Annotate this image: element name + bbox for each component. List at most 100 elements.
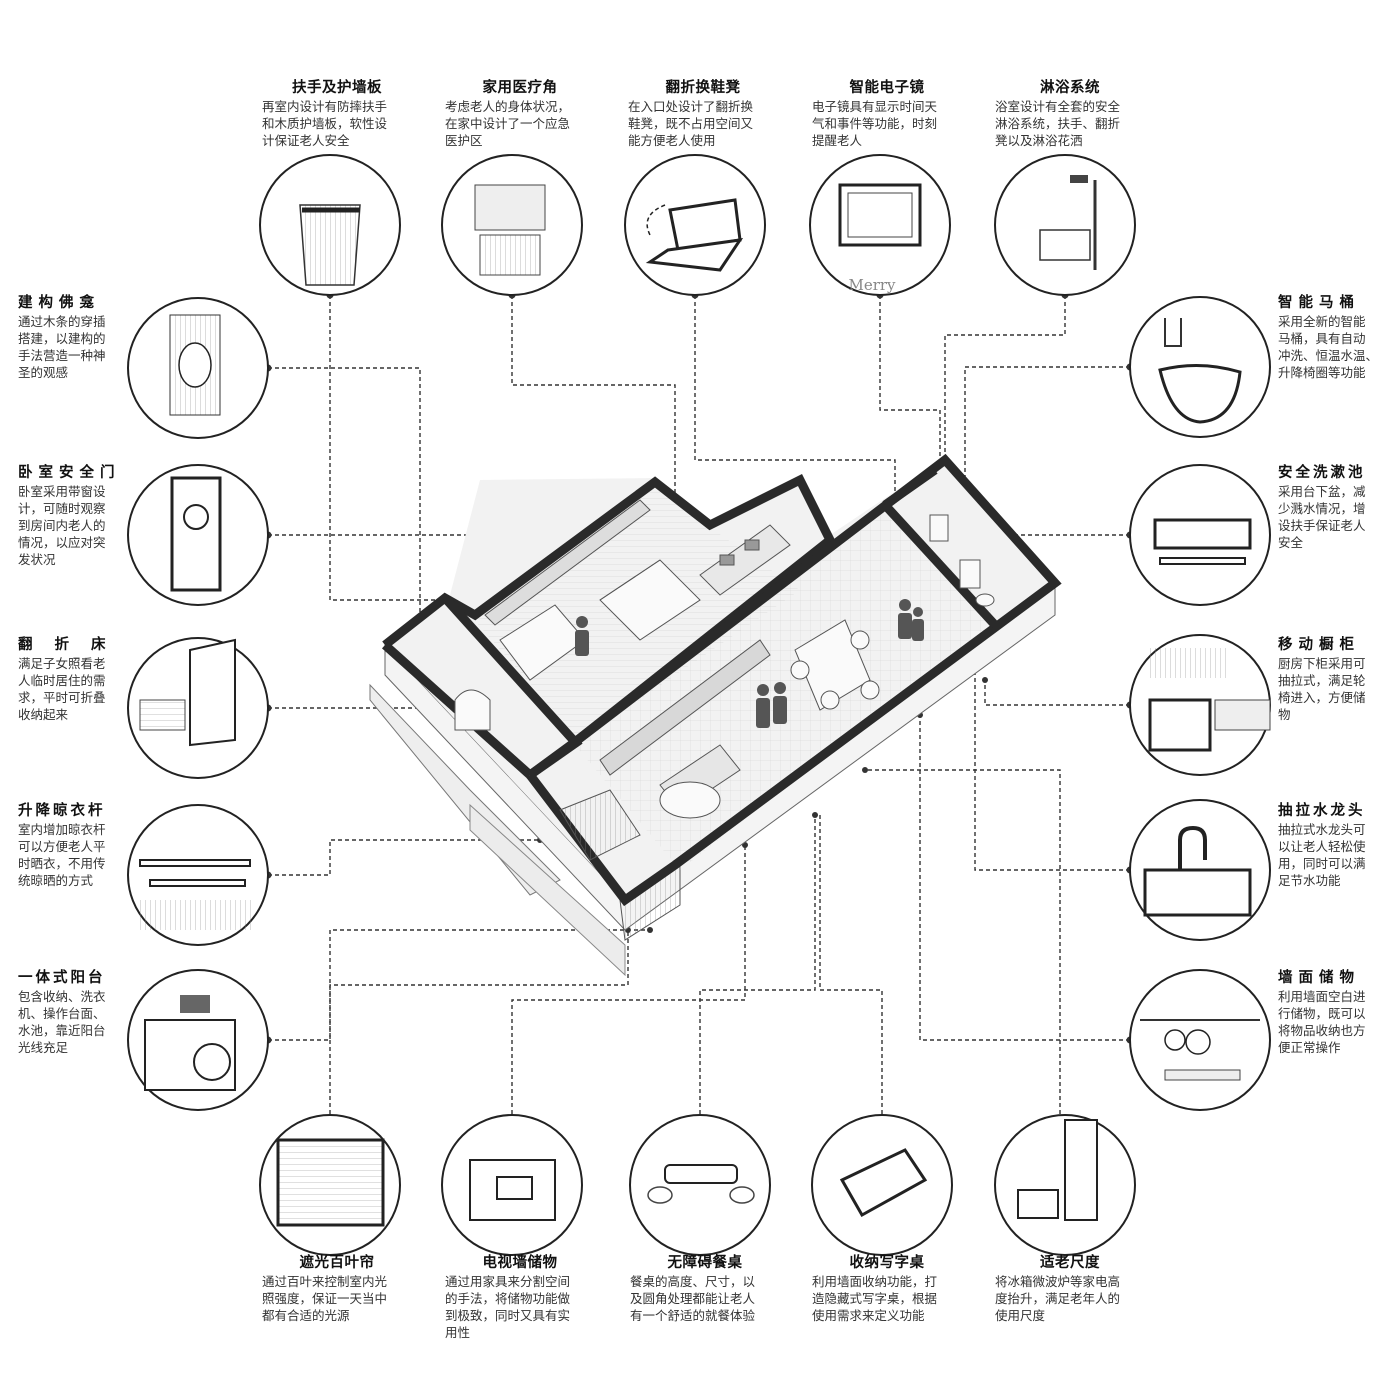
drying-rack [559,789,641,861]
leader-wall-storage [919,715,1130,1041]
label-title: 安全洗漱池 [1278,465,1366,481]
label-title: 扶手及护墙板 [292,80,382,96]
vignette-shoe-bench [624,154,766,296]
vignette-faucet [1129,799,1271,941]
vignette-aging-scale [994,1114,1136,1256]
label-blinds: 遮光百叶帘 通过百叶来控制室内光 照强度，保证一天当中 都有合适的光源 [262,1255,412,1324]
label-desc: 将冰箱微波炉等家电高 度抬升，满足老年人的 使用尺度 [995,1274,1121,1323]
label-title: 一体式阳台 [18,970,106,986]
label-title: 墙面储物 [1278,970,1360,986]
label-niche: 建构佛龛 通过木条的穿插 搭建，以建构的 手法营造一种神 圣的观感 [18,295,128,381]
label-title: 智能马桶 [1278,295,1360,311]
vignette-wall-storage [1129,969,1271,1111]
vignette-handrail [259,154,401,296]
niche-arch [454,689,491,731]
label-wall-storage: 墙面储物 利用墙面空白进 行储物，既可以 将物品收纳也方 便正常操作 [1278,970,1393,1056]
label-desc: 餐桌的高度、尺寸，以 及圆角处理都能让老人 有一个舒适的就餐体验 [630,1274,756,1323]
label-toilet: 智能马桶 采用全新的智能 马桶，具有自动 冲洗、恒温水温、 升降椅圈等功能 [1278,295,1393,381]
vignette-blinds [259,1114,401,1256]
label-desc: 在入口处设计了翻折换 鞋凳，既不占用空间又 能方便老人使用 [628,99,754,148]
label-desc: 通过木条的穿插 搭建，以建构的 手法营造一种神 圣的观感 [18,314,106,380]
label-desc: 利用墙面收纳功能，打 造隐藏式写字桌，根据 使用需求来定义功能 [812,1274,938,1323]
vignette-bedroom-door [127,464,269,606]
label-desc: 利用墙面空白进 行储物，既可以 将物品收纳也方 便正常操作 [1278,989,1366,1055]
balcony-fixtures [454,689,641,861]
label-handrail: 扶手及护墙板 再室内设计有防摔扶手 和木质护墙板，软性设 计保证老人安全 [262,80,412,149]
label-desc: 浴室设计有全套的安全 淋浴系统，扶手、翻折 凳以及淋浴花洒 [995,99,1121,148]
label-desc: 通过用家具来分割空间 的手法，将储物功能做 到极致，同时又具有实 用性 [445,1274,571,1340]
vignette-drying-rack [127,804,269,946]
vignette-folding-bed [127,637,269,779]
label-title: 卧室安全门 [18,465,121,481]
label-title: 移动橱柜 [1278,637,1360,653]
label-title: 翻折床 [18,637,128,653]
vignette-cabinet [1129,634,1271,776]
leader-desk [819,815,883,1135]
label-title: 淋浴系统 [1040,80,1100,96]
label-title: 智能电子镜 [849,80,925,96]
label-mirror: 智能电子镜 电子镜具有显示时间天 气和事件等功能，时刻 提醒老人 [812,80,962,149]
wall-balcony-inner [527,736,583,779]
label-title: 无障碍餐桌 [667,1255,743,1271]
people-figures [575,599,924,728]
leader-shower [944,295,1066,545]
label-desc: 考虑老人的身体状况， 在家中设计了一个应急 医护区 [445,99,571,148]
person-2 [756,684,770,728]
person-1 [575,616,589,656]
label-title: 抽拉水龙头 [1278,803,1366,819]
bathroom-fixtures [929,514,995,607]
label-desk: 收纳写字桌 利用墙面收纳功能，打 造隐藏式写字桌，根据 使用需求来定义功能 [812,1255,962,1324]
leader-aging-scale [865,769,1061,1135]
label-aging-scale: 适老尺度 将冰箱微波炉等家电高 度抬升，满足老年人的 使用尺度 [995,1255,1145,1324]
label-desc: 包含收纳、洗衣 机、操作台面、 水池，靠近阳台 光线充足 [18,989,106,1055]
person-3 [773,682,787,724]
label-medical: 家用医疗角 考虑老人的身体状况， 在家中设计了一个应急 医护区 [445,80,595,149]
vignettes: Merry [127,154,1271,1256]
label-bedroom-door: 卧室安全门 卧室采用带窗设 计，可随时观察 到房间内老人的 情况，以应对突 发状… [18,465,128,568]
person-5 [912,607,924,641]
leader-niche [268,367,421,655]
leader-medical [511,295,676,570]
coffee-table [659,781,721,819]
living-furniture [599,619,880,819]
leader-drying-rack [268,839,540,876]
label-balcony: 一体式阳台 包含收纳、洗衣 机、操作台面、 水池，靠近阳台 光线充足 [18,970,128,1056]
label-title: 升降晾衣杆 [18,803,106,819]
label-desc: 电子镜具有显示时间天 气和事件等功能，时刻 提醒老人 [812,99,938,148]
label-title: 建构佛龛 [18,295,100,311]
label-desc: 采用台下盆，减 少溅水情况，增 设扶手保证老人 安全 [1278,484,1366,550]
vignette-washbasin [1129,464,1271,606]
mirror-screen-text: Merry [848,276,896,294]
kitchen-furniture [699,524,791,596]
leader-cabinet [984,680,1130,706]
leader-balcony [268,929,650,1041]
label-desc: 抽拉式水龙头可 以让老人轻松使 用，同时可以满 足节水功能 [1278,822,1366,888]
label-faucet: 抽拉水龙头 抽拉式水龙头可 以让老人轻松使 用，同时可以满 足节水功能 [1278,803,1393,889]
label-desc: 采用全新的智能 马桶，具有自动 冲洗、恒温水温、 升降椅圈等功能 [1278,314,1379,380]
bedroom-furniture [484,499,701,681]
wall-bath [881,466,999,629]
vignette-niche [127,297,269,439]
label-title: 收纳写字桌 [849,1255,925,1271]
label-desc: 卧室采用带窗设 计，可随时观察 到房间内老人的 情况，以应对突 发状况 [18,484,106,567]
label-title: 电视墙储物 [482,1255,558,1271]
label-shoe-bench: 翻折换鞋凳 在入口处设计了翻折换 鞋凳，既不占用空间又 能方便老人使用 [628,80,778,149]
label-title: 适老尺度 [1040,1255,1100,1271]
label-cabinet: 移动橱柜 厨房下柜采用可 抽拉式，满足轮 椅进入，方便储 物 [1278,637,1393,723]
vignette-desk [811,1114,953,1256]
vignette-shower [994,154,1136,296]
vignette-balcony [127,969,269,1111]
label-tv-wall: 电视墙储物 通过用家具来分割空间 的手法，将储物功能做 到极致，同时又具有实 用… [445,1255,595,1341]
leader-dining [699,815,816,1135]
floor-plan [369,453,1062,977]
label-desc: 满足子女照看老 人临时居住的需 求，平时可折叠 收纳起来 [18,656,106,722]
label-washbasin: 安全洗漱池 采用台下盆，减 少溅水情况，增 设扶手保证老人 安全 [1278,465,1393,551]
vignette-dining [629,1114,771,1256]
label-desc: 再室内设计有防摔扶手 和木质护墙板，软性设 计保证老人安全 [262,99,388,148]
vignette-tv-wall [441,1114,583,1256]
label-desc: 通过百叶来控制室内光 照强度，保证一天当中 都有合适的光源 [262,1274,388,1323]
vignette-toilet [1129,296,1271,438]
leader-faucet [974,660,1130,871]
label-folding-bed: 翻折床 满足子女照看老 人临时居住的需 求，平时可折叠 收纳起来 [18,637,128,723]
